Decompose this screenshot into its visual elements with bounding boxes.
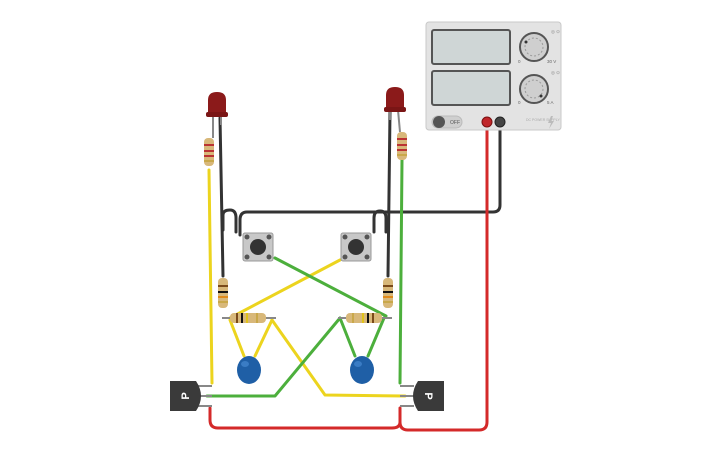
led-right-dome [386, 87, 404, 110]
positive-terminal[interactable] [481, 116, 493, 128]
wire-black-right-hop[interactable] [372, 209, 388, 234]
resistor-cap-left[interactable] [222, 313, 276, 323]
capacitor-left[interactable] [237, 356, 261, 384]
wire-black-psu-to-bus[interactable] [238, 120, 502, 237]
resistor-led-right[interactable] [397, 132, 407, 160]
resistor-base-left[interactable] [218, 278, 228, 308]
led-right[interactable] [384, 87, 406, 133]
resistor-cap-right[interactable] [338, 313, 392, 323]
wire-green-right-cap[interactable] [338, 316, 386, 358]
led-right-leg [397, 109, 401, 133]
current-knob-icon[interactable] [519, 74, 549, 104]
current-knob-label: 5 A [547, 100, 554, 105]
voltage-knob-min: 0 [518, 59, 521, 64]
wire-yellow-cross-2[interactable] [270, 318, 407, 398]
current-knob-min: 0 [518, 100, 521, 105]
transistor-right[interactable]: P [400, 381, 444, 411]
push-button-cap[interactable] [250, 239, 266, 255]
transistor-left[interactable]: P [170, 381, 212, 411]
power-toggle[interactable]: OFF [431, 115, 463, 129]
voltage-knob-label: 30 V [547, 59, 556, 64]
voltage-display [431, 29, 511, 65]
current-display [431, 70, 511, 106]
wire-black-left-led[interactable] [218, 116, 225, 278]
wire-yellow-left-vertical[interactable] [207, 168, 214, 385]
resistor-led-left[interactable] [204, 138, 214, 166]
voltage-knob-icon[interactable] [519, 32, 549, 62]
push-button-left[interactable] [242, 232, 274, 262]
wire-green-right-vertical[interactable] [398, 158, 404, 385]
off-label: OFF [450, 120, 460, 126]
wire-black-right-led[interactable] [386, 110, 392, 278]
wire-green-cross-1[interactable] [273, 256, 388, 318]
transistor-right-label: P [422, 392, 434, 399]
resistor-base-right[interactable] [383, 278, 393, 308]
wire-yellow-left-cap[interactable] [228, 318, 274, 358]
wire-black-left-hop[interactable] [221, 208, 238, 234]
capacitor-right[interactable] [350, 356, 374, 384]
current-icon-label: ◎ ⊙ [551, 70, 560, 75]
negative-terminal[interactable] [494, 116, 506, 128]
led-left[interactable] [206, 92, 228, 138]
wire-green-cross-2[interactable] [205, 316, 342, 398]
voltage-icon-label: ◎ ⊙ [551, 29, 560, 34]
transistor-left-label: P [180, 392, 192, 399]
push-button-cap[interactable] [348, 239, 364, 255]
wire-red-ground[interactable] [208, 120, 489, 432]
led-left-dome [208, 92, 226, 115]
wires [205, 110, 502, 432]
led-left-rim [206, 112, 228, 117]
led-right-rim [384, 107, 406, 112]
push-button-right[interactable] [340, 232, 372, 262]
wire-yellow-cross-1[interactable] [228, 258, 342, 320]
lightning-icon [548, 116, 554, 129]
brand-text: DC POWER SUPPLY [526, 118, 560, 122]
power-supply[interactable]: ◎ ⊙ ◎ ⊙ 30 V 5 A 0 0 OFF DC POWER SUPPLY [425, 21, 562, 131]
